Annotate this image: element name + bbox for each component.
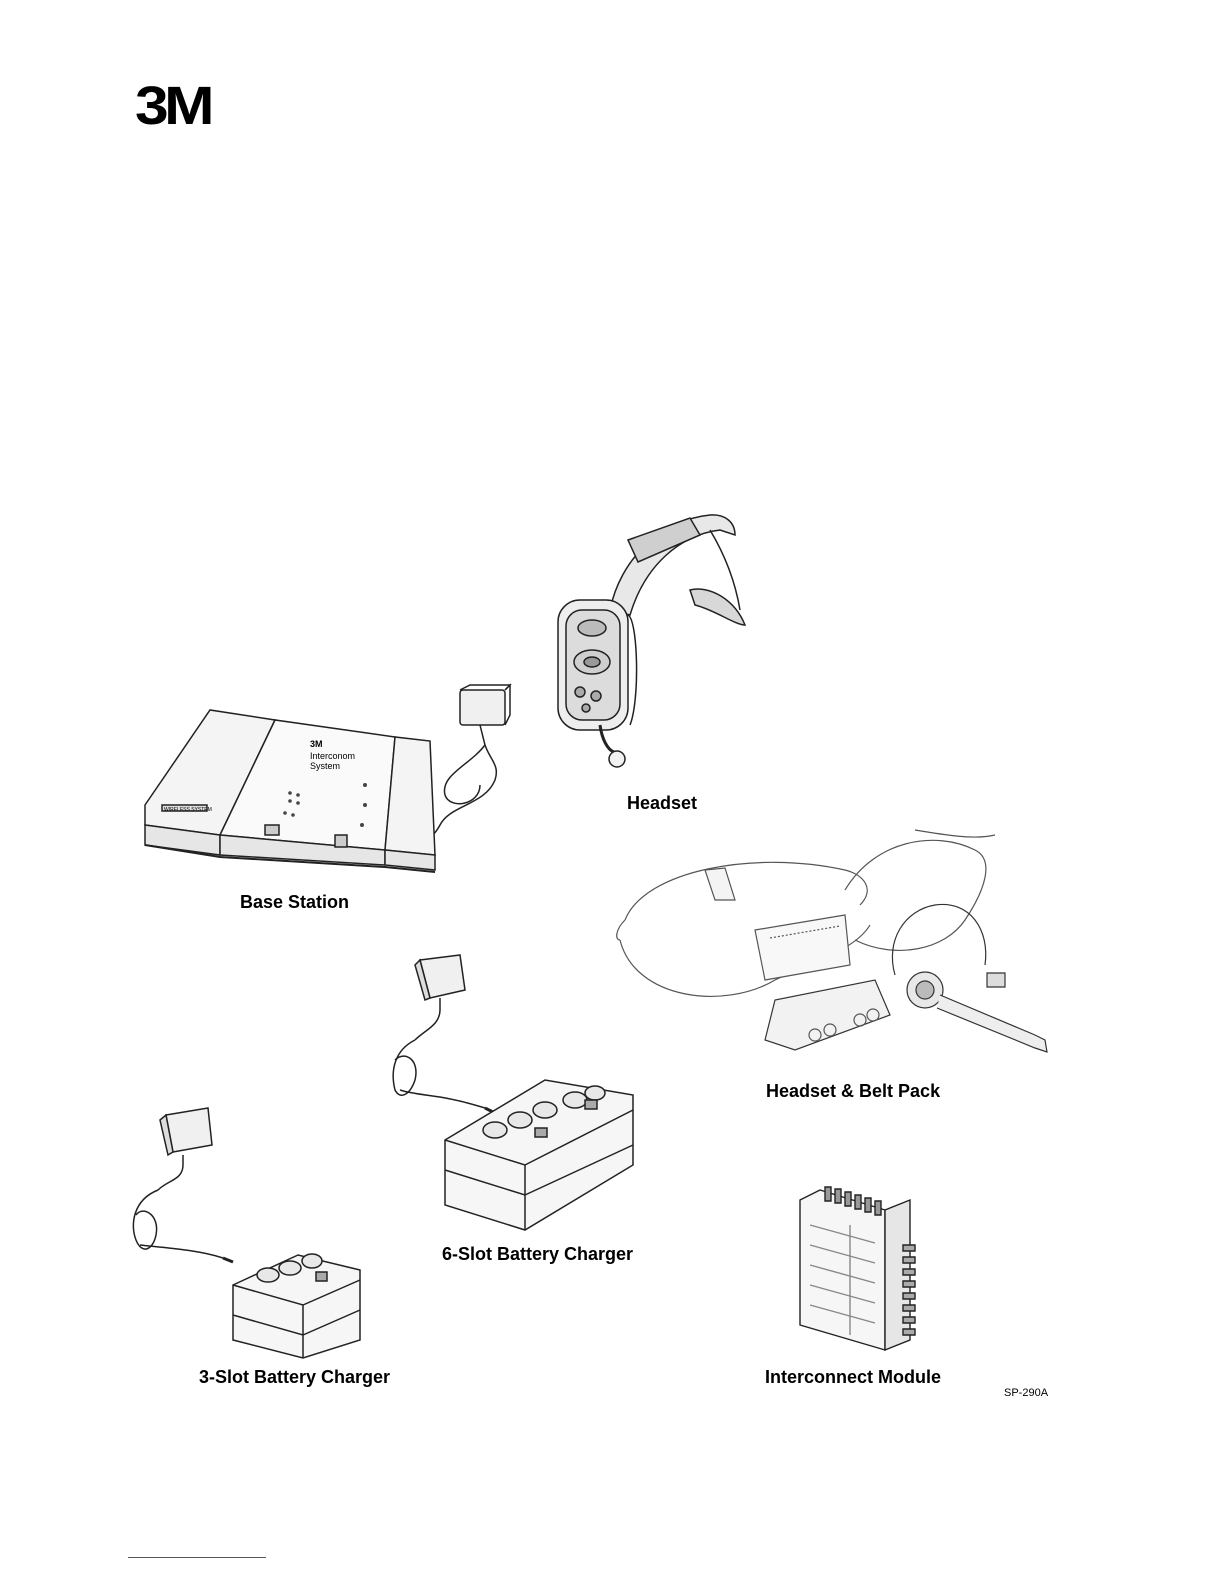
base-station-label: Base Station bbox=[240, 892, 349, 913]
headset-belt-pack-label: Headset & Belt Pack bbox=[766, 1081, 940, 1102]
three-slot-charger-label: 3-Slot Battery Charger bbox=[199, 1367, 390, 1388]
figure-code: SP-290A bbox=[1004, 1387, 1048, 1399]
headset-label: Headset bbox=[627, 793, 697, 814]
six-slot-charger-illustration bbox=[385, 950, 640, 1240]
base-station-illustration: 3M Interconom System WIRELESS SYSTEM bbox=[140, 685, 520, 885]
interconnect-module-label: Interconnect Module bbox=[765, 1367, 941, 1388]
three-slot-charger-illustration bbox=[128, 1100, 368, 1365]
footer-link[interactable] bbox=[128, 1557, 266, 1558]
headset-illustration bbox=[540, 500, 770, 780]
base-station-side-label: WIRELESS SYSTEM bbox=[164, 807, 212, 813]
six-slot-charger-label: 6-Slot Battery Charger bbox=[442, 1244, 633, 1265]
interconnect-module-illustration bbox=[795, 1185, 920, 1355]
headset-belt-pack-illustration bbox=[615, 830, 1055, 1065]
base-station-brand-text: 3M bbox=[310, 739, 323, 749]
brand-logo: 3M bbox=[135, 79, 210, 133]
base-station-product-line2: System bbox=[310, 761, 340, 771]
base-station-product-line1: Interconom bbox=[310, 751, 355, 761]
